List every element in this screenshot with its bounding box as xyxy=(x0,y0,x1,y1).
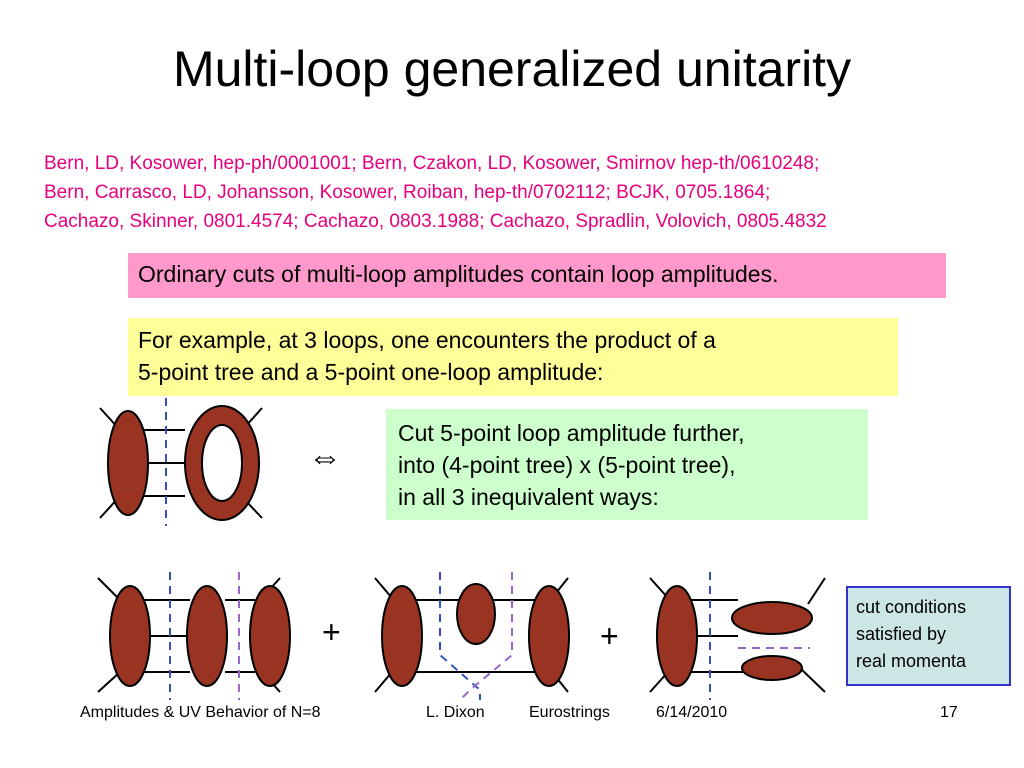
bottom-1-blob-middle xyxy=(186,585,228,687)
bottom-3-blob-left xyxy=(656,585,698,687)
green-callout-line-2: into (4-point tree) x (5-point tree), xyxy=(398,452,736,478)
reference-line-2: Bern, Carrasco, LD, Johansson, Kosower, … xyxy=(44,182,771,203)
plus-sign-2: + xyxy=(600,618,619,654)
yellow-callout: For example, at 3 loops, one encounters … xyxy=(128,318,898,396)
reference-line-1: Bern, LD, Kosower, hep-ph/0001001; Bern,… xyxy=(44,153,820,174)
slide-title: Multi-loop generalized unitarity xyxy=(172,41,852,97)
green-callout-line-1: Cut 5-point loop amplitude further, xyxy=(398,420,745,446)
top-tree-blob xyxy=(107,410,149,516)
reference-line-3: Cachazo, Skinner, 0801.4574; Cachazo, 08… xyxy=(44,211,827,232)
blue-callout: cut conditions satisfied by real momenta xyxy=(846,586,1011,686)
equivalence-arrow: ⇔ xyxy=(308,438,342,476)
plus-sign-1: + xyxy=(322,614,341,650)
green-callout: Cut 5-point loop amplitude further, into… xyxy=(386,409,868,520)
bottom-2-blob-left xyxy=(381,585,423,687)
top-loop-hole xyxy=(201,424,243,502)
bottom-diagram-3-legs xyxy=(649,577,826,693)
bottom-2-blob-middle xyxy=(456,583,496,645)
footer-author: L. Dixon xyxy=(426,704,485,721)
bottom-1-blob-right xyxy=(249,585,291,687)
bottom-2-cut-blue xyxy=(439,572,481,700)
bottom-2-cut-purple xyxy=(459,572,513,701)
footer-date: 6/14/2010 xyxy=(656,704,728,721)
yellow-callout-line-1: For example, at 3 loops, one encounters … xyxy=(138,327,716,353)
blue-callout-line-3: real momenta xyxy=(856,651,967,671)
bottom-2-blob-right xyxy=(528,585,570,687)
bottom-3-blob-upper xyxy=(731,601,813,635)
footer-talk-title: Amplitudes & UV Behavior of N=8 xyxy=(80,704,321,721)
footer-conference: Eurostrings xyxy=(529,704,610,721)
green-callout-line-3: in all 3 inequivalent ways: xyxy=(398,484,659,510)
bottom-3-blob-lower xyxy=(741,655,803,681)
blue-callout-line-1: cut conditions xyxy=(856,597,967,617)
blue-callout-line-2: satisfied by xyxy=(856,624,947,644)
bottom-1-blob-left xyxy=(109,585,151,687)
pink-callout: Ordinary cuts of multi-loop amplitudes c… xyxy=(128,253,946,298)
footer-page-number: 17 xyxy=(940,704,958,721)
yellow-callout-line-2: 5-point tree and a 5-point one-loop ampl… xyxy=(138,359,604,385)
